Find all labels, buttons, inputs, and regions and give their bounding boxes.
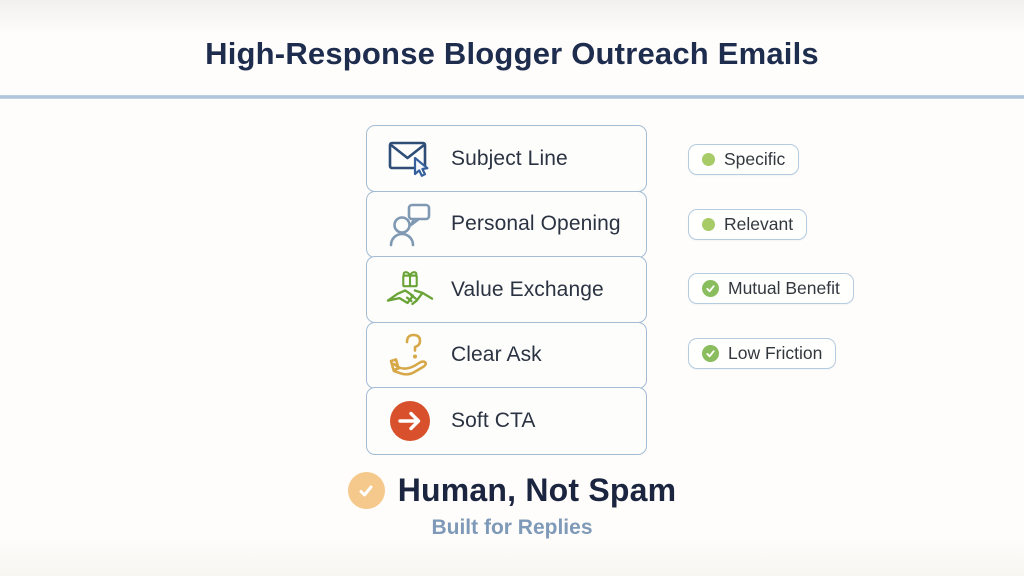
tag-label: Specific — [724, 149, 786, 169]
card-row-value-exchange: Value Exchange — [366, 256, 647, 324]
gift-handshake-icon — [386, 266, 434, 314]
card-row-label: Soft CTA — [451, 408, 536, 432]
card-row-label: Clear Ask — [451, 343, 542, 367]
card-row-label: Subject Line — [451, 146, 568, 170]
tag-relevant: Relevant — [688, 209, 808, 240]
footer: Human, Not Spam Built for Replies — [0, 472, 1024, 540]
header-divider — [0, 95, 1024, 99]
tag-label: Mutual Benefit — [728, 278, 840, 298]
tag-label: Low Friction — [728, 343, 823, 363]
card-row-soft-cta: Soft CTA — [366, 387, 647, 455]
card-row-label: Value Exchange — [451, 277, 604, 301]
card-row-clear-ask: Clear Ask — [366, 321, 647, 389]
page-title: High-Response Blogger Outreach Emails — [205, 36, 819, 71]
email-components-card: Subject Line Personal Opening — [366, 125, 647, 455]
arrow-circle-icon — [386, 397, 434, 445]
card-row-subject-line: Subject Line — [366, 125, 647, 193]
footer-title: Human, Not Spam — [397, 472, 677, 508]
footer-subtitle: Built for Replies — [431, 516, 593, 539]
tag-label: Relevant — [724, 214, 794, 234]
tag-mutual-benefit: Mutual Benefit — [688, 273, 854, 304]
question-hand-icon — [386, 331, 434, 379]
green-dot-icon — [702, 153, 715, 166]
tag-specific: Specific — [688, 144, 800, 175]
check-circle-icon — [702, 345, 719, 362]
check-circle-icon — [347, 472, 385, 509]
card-row-personal-opening: Personal Opening — [366, 190, 647, 258]
green-dot-icon — [702, 218, 715, 231]
check-circle-icon — [702, 280, 719, 297]
mail-cursor-icon — [386, 135, 434, 183]
person-chat-icon — [386, 200, 434, 248]
card-row-label: Personal Opening — [451, 212, 621, 236]
tag-low-friction: Low Friction — [688, 338, 837, 369]
